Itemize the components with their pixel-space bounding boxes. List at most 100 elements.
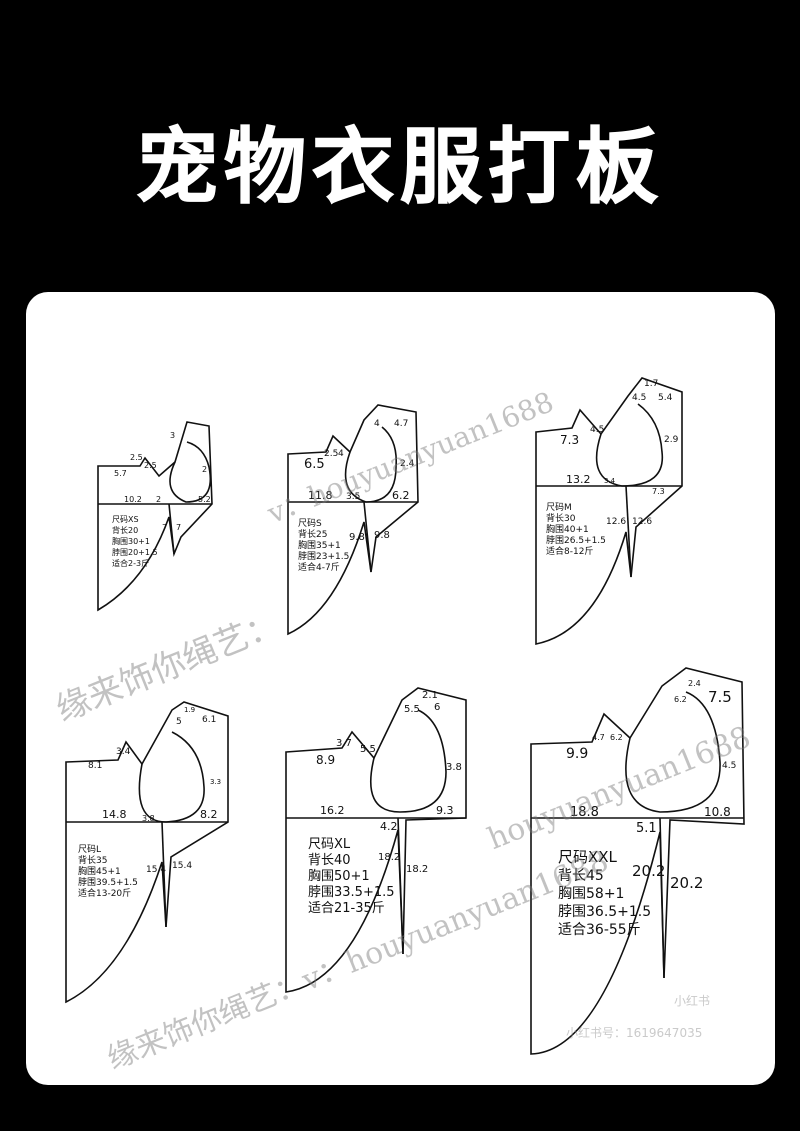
pattern-xs: 2.5 2.5 3 5.7 10.2 2 5.2 2 7 7 尺码XS 背长20… (97, 421, 213, 612)
dim-label: 1.7 (644, 379, 658, 389)
spec-line: 脖围39.5+1.5 (78, 876, 138, 888)
dim-label: 6 (434, 702, 440, 713)
spec-line: 背长30 (546, 512, 576, 524)
dim-label: 7.3 (560, 433, 579, 447)
dim-label: 1.9 (184, 706, 195, 714)
dim-label: 9.9 (566, 746, 588, 762)
dim-label: 4.5 (590, 425, 604, 435)
spec-line: 胸围58+1 (558, 886, 624, 902)
dim-label: 12.6 (606, 517, 626, 527)
dim-label: 5.1 (636, 821, 657, 836)
dim-label: 9.8 (349, 532, 365, 543)
dim-label: 18.2 (378, 852, 400, 863)
dim-label: 5.5 (404, 704, 420, 715)
spec-line: 适合36-55斤 (558, 922, 641, 938)
outline (97, 421, 213, 612)
dim-label: 2.4 (400, 459, 415, 469)
dim-label: 4 (338, 449, 344, 459)
dim-label: 4.5 (722, 761, 736, 771)
neck-curve (595, 403, 664, 487)
outline (530, 667, 745, 1055)
spec-line: 胸围35+1 (298, 539, 341, 551)
dim-label: 4.7 (394, 419, 408, 429)
pattern-xxl: 9.9 4.7 6.2 6.2 2.4 7.5 4.5 18.8 5.1 10.… (530, 667, 745, 1055)
dim-label: 13.2 (566, 473, 591, 486)
dim-label: 5.7 (114, 469, 127, 478)
outline (535, 377, 683, 645)
dim-label: 4.7 (592, 733, 605, 742)
spec-line: 胸围40+1 (546, 523, 589, 535)
pattern-xl: 8.9 3.7 5.5 5.5 2.1 6 3.8 16.2 4.2 9.3 1… (285, 687, 467, 993)
dim-label: 14.8 (102, 808, 127, 821)
dim-label: 16.2 (320, 804, 345, 817)
dim-label: 2.5 (144, 461, 157, 470)
dim-label: 10.2 (124, 495, 142, 504)
dim-label: 3.8 (446, 762, 462, 773)
size-label: 尺码L (78, 844, 101, 855)
corner-brand: 小红书 (674, 994, 711, 1008)
neck-curve (169, 441, 211, 503)
pattern-l: 8.1 3.4 5 1.9 6.1 3.3 14.8 3.8 8.2 15.4 … (65, 701, 229, 1004)
dim-label: 2 (202, 465, 207, 474)
dim-label: 18.2 (406, 864, 428, 875)
dim-label: 6.2 (610, 733, 623, 742)
dim-label: 15.4 (172, 861, 192, 871)
dim-label: 18.8 (570, 805, 599, 820)
dim-label: 6.1 (202, 715, 216, 725)
spec-line: 适合2-3斤 (112, 558, 149, 568)
dim-label: 3.7 (336, 738, 352, 749)
dim-label: 7.3 (652, 487, 665, 496)
size-label: 尺码XS (112, 515, 139, 524)
spec-line: 脖围36.5+1.5 (558, 904, 651, 920)
size-label: 尺码XXL (558, 848, 618, 866)
dim-label: 20.2 (632, 862, 665, 880)
spec-line: 脖围26.5+1.5 (546, 534, 606, 546)
pattern-card: 2.5 2.5 3 5.7 10.2 2 5.2 2 7 7 尺码XS 背长20… (26, 292, 775, 1085)
dim-label: 4 (374, 419, 380, 429)
dim-label: 2.1 (422, 690, 438, 701)
size-label: 尺码S (298, 518, 322, 529)
dim-label: 3.3 (210, 778, 221, 786)
dim-label: 4.2 (380, 820, 398, 833)
dim-label: 3 (170, 431, 175, 440)
spec-line: 胸围30+1 (112, 536, 150, 546)
dim-label: 2.4 (688, 679, 701, 688)
size-label: 尺码M (546, 502, 572, 513)
neck-curve (370, 709, 447, 813)
dim-label: 2.5 (324, 449, 338, 459)
dim-label: 3.4 (116, 747, 131, 757)
dim-label: 5.4 (658, 393, 673, 403)
size-label: 尺码XL (308, 837, 351, 852)
spec-line: 脖围20+1.5 (112, 547, 158, 557)
spec-line: 适合13-20斤 (78, 887, 131, 899)
corner-id: 小红书号：1619647035 (566, 1026, 703, 1040)
dim-label: 9.3 (436, 804, 454, 817)
dim-label: 3.5 (346, 492, 360, 502)
spec-line: 适合8-12斤 (546, 545, 593, 557)
dim-label: 9.8 (374, 530, 390, 541)
dim-label: 11.8 (308, 489, 333, 502)
dim-label: 8.2 (200, 808, 218, 821)
dim-label: 7 (176, 523, 181, 532)
dim-label: 8.1 (88, 761, 102, 771)
spec-line: 背长20 (112, 525, 138, 535)
page-title: 宠物衣服打板 (135, 120, 664, 216)
neck-curve (625, 691, 721, 813)
dim-label: 20.2 (670, 874, 703, 892)
spec-line: 背长45 (558, 868, 604, 884)
dim-label: 15.4 (146, 865, 166, 875)
outline (65, 701, 229, 1004)
dim-label: 5.2 (198, 495, 211, 504)
outline (287, 404, 419, 636)
neck-curve (344, 426, 398, 503)
spec-line: 脖围33.5+1.5 (308, 884, 395, 900)
spec-line: 脖围23+1.5 (298, 550, 349, 562)
dim-label: 2 (156, 495, 161, 504)
spec-line: 背长40 (308, 853, 351, 868)
dim-label: 7 (162, 523, 167, 532)
dim-label: 3.4 (604, 477, 616, 485)
neck-curve (138, 731, 205, 823)
dim-label: 5 (176, 717, 182, 727)
pattern-s: 6.5 2.5 4 4 4.7 2.4 11.8 3.5 6.2 9.8 9.8… (287, 404, 419, 636)
dim-label: 4.5 (632, 393, 646, 403)
